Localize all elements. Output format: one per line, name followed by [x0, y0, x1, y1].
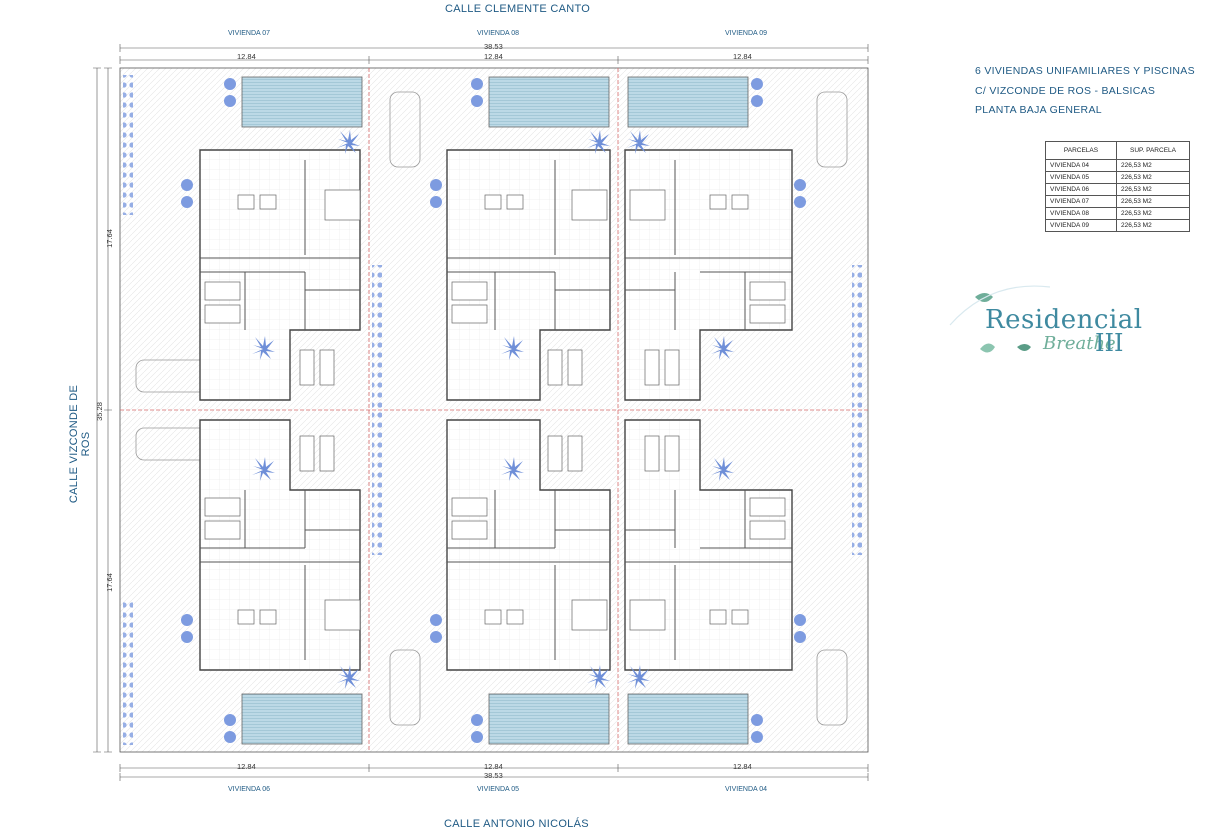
table-row: VIVIENDA 04 226,53 M2	[1045, 159, 1190, 172]
table-header: SUP. PARCELA	[1116, 141, 1190, 160]
vivienda-label-bottom-1: VIVIENDA 06	[228, 786, 271, 793]
residencial-breathe-logo: Residencial Breathe III	[945, 285, 1165, 370]
houses	[199, 149, 793, 671]
parcel-boundaries	[120, 68, 868, 752]
palm-plants	[252, 130, 734, 689]
table-row: VIVIENDA 06 226,53 M2	[1045, 183, 1190, 196]
dim-parcel-top-3: 12.84	[733, 52, 752, 61]
dim-total-width-bottom: 38.53	[484, 771, 503, 780]
table-row: VIVIENDA 05 226,53 M2	[1045, 171, 1190, 184]
round-shrubs	[181, 78, 806, 743]
table-cell: 226,53 M2	[1116, 159, 1190, 172]
dim-parcel-top-2: 12.84	[484, 52, 503, 61]
hedges	[123, 75, 862, 745]
table-header-row: PARCELAS SUP. PARCELA	[1045, 141, 1190, 160]
table-cell: 226,53 M2	[1116, 207, 1190, 220]
logo-number-text: III	[1095, 329, 1124, 357]
vivienda-label-bottom-3: VIVIENDA 04	[725, 786, 768, 793]
title-line-3: PLANTA BAJA GENERAL	[975, 104, 1102, 116]
vivienda-label-top-1: VIVIENDA 07	[228, 30, 271, 37]
table-cell: 226,53 M2	[1116, 195, 1190, 208]
vivienda-label-top-3: VIVIENDA 09	[725, 30, 768, 37]
logo-sub-text: Breathe	[1043, 333, 1116, 354]
table-row: VIVIENDA 09 226,53 M2	[1045, 219, 1190, 232]
dim-parcel-top-1: 12.84	[237, 52, 256, 61]
street-top-label: CALLE CLEMENTE CANTO	[445, 3, 591, 15]
street-bottom-label: CALLE ANTONIO NICOLÁS	[444, 818, 589, 830]
vivienda-label-top-2: VIVIENDA 08	[477, 30, 520, 37]
dim-parcel-bottom-1: 12.84	[237, 762, 256, 771]
leaf-icon	[949, 285, 1051, 353]
table-cell: VIVIENDA 08	[1045, 207, 1117, 220]
furniture	[204, 189, 786, 631]
title-line-1: 6 VIVIENDAS UNIFAMILIARES Y PISCINAS	[975, 65, 1195, 77]
table-row: VIVIENDA 08 226,53 M2	[1045, 207, 1190, 220]
table-cell: VIVIENDA 09	[1045, 219, 1117, 232]
vivienda-label-bottom-2: VIVIENDA 05	[477, 786, 520, 793]
logo-main-text: Residencial	[985, 305, 1143, 335]
table-cell: VIVIENDA 04	[1045, 159, 1117, 172]
dim-total-width-top: 38.53	[484, 42, 503, 51]
table-row: VIVIENDA 07 226,53 M2	[1045, 195, 1190, 208]
dim-parcel-bottom-3: 12.84	[733, 762, 752, 771]
pools	[241, 76, 749, 745]
table-cell: 226,53 M2	[1116, 171, 1190, 184]
table-cell: 226,53 M2	[1116, 219, 1190, 232]
table-cell: VIVIENDA 07	[1045, 195, 1117, 208]
parcel-area-table: PARCELAS SUP. PARCELA VIVIENDA 04 226,53…	[1045, 141, 1190, 232]
table-cell: 226,53 M2	[1116, 183, 1190, 196]
dim-parcel-bottom-2: 12.84	[484, 762, 503, 771]
table-cell: VIVIENDA 05	[1045, 171, 1117, 184]
title-line-2: C/ VIZCONDE DE ROS - BALSICAS	[975, 85, 1156, 97]
table-cell: VIVIENDA 06	[1045, 183, 1117, 196]
dimension-lines	[93, 44, 869, 781]
table-header: PARCELAS	[1045, 141, 1117, 160]
site-plan	[93, 44, 869, 781]
interior-walls	[200, 160, 792, 660]
